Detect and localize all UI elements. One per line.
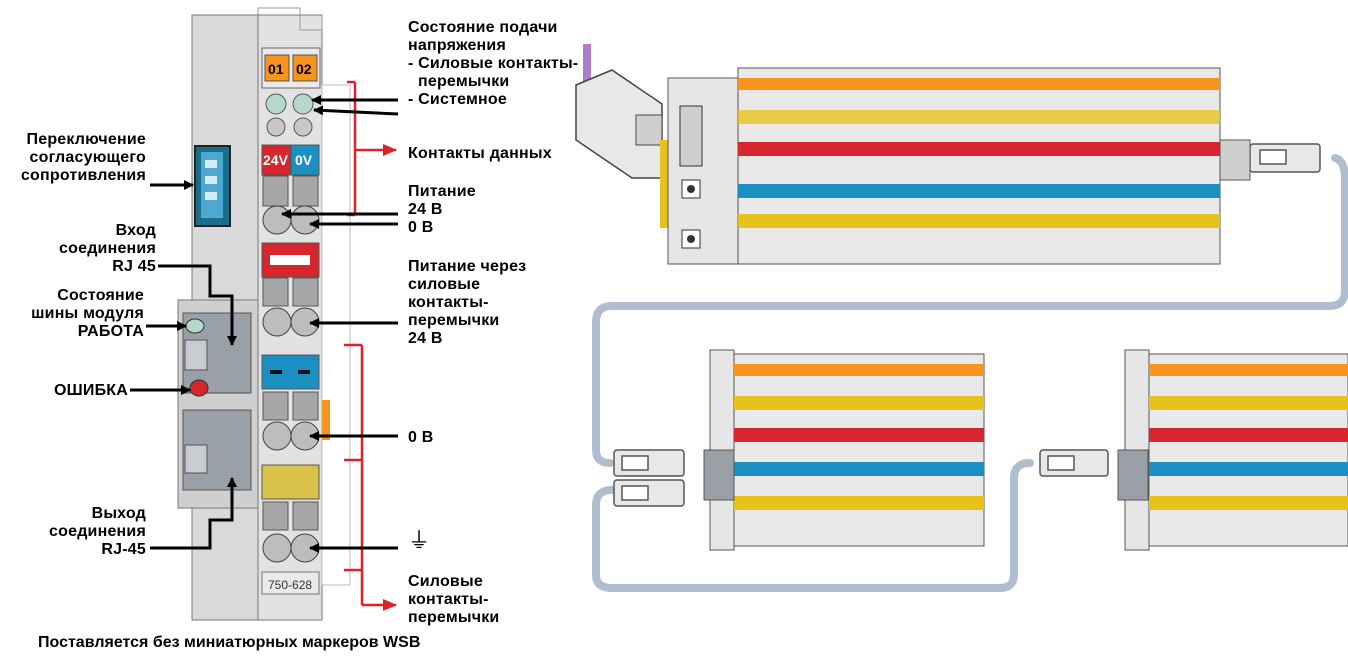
label-power-contacts: Силовые контакты- перемычки (408, 573, 499, 627)
label-bus-state: Состояние шины модуля РАБОТА (0, 287, 144, 341)
top-node (668, 68, 1250, 264)
label-termination-switch: Переключение согласующего сопротивления (0, 131, 146, 185)
label-data-contacts: Контакты данных (408, 145, 552, 163)
data-contacts-bracket (347, 82, 396, 215)
label-power: Питание 24 В 0 В (408, 183, 476, 237)
module-code: 750-628 (268, 578, 312, 592)
label-rj45-out: Выход соединения RJ-45 (0, 505, 146, 559)
label-power-via-jumper: Питание через силовые контакты- перемычк… (408, 258, 526, 348)
node-3 (1118, 350, 1348, 550)
ground-icon: ⏚ (408, 532, 430, 550)
led-02-label: 02 (296, 61, 312, 77)
label-error: ОШИБКА (0, 382, 128, 400)
label-rj45-in: Вход соединения RJ 45 (0, 222, 156, 276)
label-zero-v: 0 В (408, 429, 434, 447)
v24-label: 24V (263, 152, 288, 168)
fieldbus-connector (576, 44, 672, 228)
node-2 (704, 350, 984, 550)
v0-label: 0V (295, 152, 312, 168)
label-supply-state: Состояние подачи напряжения - Силовые ко… (408, 19, 578, 109)
power-contacts-bracket (344, 345, 396, 605)
footer-note: Поставляется без миниатюрных маркеров WS… (38, 634, 420, 652)
led-01-label: 01 (268, 61, 284, 77)
